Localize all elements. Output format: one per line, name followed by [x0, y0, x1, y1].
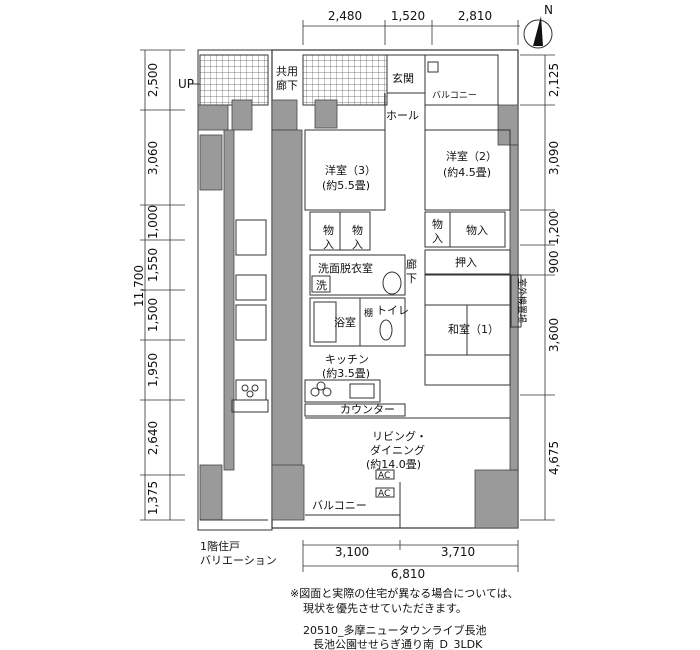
up-label: UP	[178, 77, 194, 91]
japanese-room-label: 和室（1）	[448, 322, 499, 336]
storage-3-bottom: 入	[432, 232, 443, 245]
right-dim-2: 3,090	[547, 141, 561, 175]
balcony-top-label: バルコニー	[432, 90, 477, 101]
storage-3-top: 物	[432, 217, 443, 231]
shelf-label: 棚	[364, 307, 373, 319]
compass-label: N	[544, 3, 553, 17]
north-arrow-icon: N	[523, 3, 553, 49]
bottom-dim-total: 6,810	[391, 567, 425, 581]
caption-line-1: 20510_多摩ニュータウンライブ長池	[303, 623, 487, 637]
disclaimer-note: ※図面と実際の住宅が異なる場合については、 現状を優先させていただきます。	[290, 586, 519, 615]
left-dim-total: 11,700	[132, 265, 146, 307]
kitchen-label: キッチン	[325, 353, 369, 366]
western-room-2-size: (約4.5畳)	[443, 165, 491, 179]
western-room-2-label: 洋室（2）	[446, 149, 497, 163]
note-line-2: 現状を優先させていただきます。	[303, 601, 467, 615]
left-dim-8: 1,375	[146, 481, 160, 515]
toilet-label: トイレ	[376, 304, 409, 317]
left-dim-5: 1,500	[146, 298, 160, 332]
outdoor-unit-label: 室外機置場	[516, 278, 528, 323]
variation-label-2: バリエーション	[200, 554, 277, 567]
shared-corridor-label-1: 共用	[276, 65, 298, 78]
ac-label-1: AC	[378, 471, 390, 481]
top-dimension-chain: 2,480 1,520 2,810	[302, 9, 520, 45]
variation-label-1: 1階住戸	[200, 539, 240, 553]
left-dim-3: 1,000	[146, 205, 160, 239]
caption-line-2: 長池公園せせらぎ通り南_D_3LDK	[313, 637, 483, 650]
storage-2-bottom: 入	[352, 238, 363, 251]
main-plan	[271, 49, 522, 529]
left-dim-7: 2,640	[146, 421, 160, 455]
storage-2-top: 物	[352, 223, 363, 237]
bottom-dimension-chain: 3,100 3,710 6,810	[302, 540, 519, 581]
washer-label: 洗	[316, 279, 327, 292]
variation-caption: 1階住戸 バリエーション	[200, 539, 277, 567]
right-dimension-chain: 2,125 3,090 1,200 900 3,600 4,675	[520, 54, 561, 521]
variation-plan: UP	[178, 49, 273, 531]
living-label-2: ダイニング	[370, 443, 425, 457]
corridor-label-1: 廊	[406, 257, 417, 271]
living-size: (約14.0畳)	[366, 457, 421, 471]
storage-1-top: 物	[323, 223, 334, 237]
corridor-label-2: 下	[406, 272, 417, 285]
counter-label: カウンター	[340, 403, 395, 416]
ac-label-2: AC	[378, 489, 390, 499]
shared-corridor-label-2: 廊下	[276, 78, 298, 92]
bottom-dim-2: 3,710	[441, 545, 475, 559]
left-dim-1: 2,500	[146, 63, 160, 97]
hall-label: ホール	[386, 109, 419, 122]
top-dim-2: 1,520	[391, 9, 425, 23]
property-caption: 20510_多摩ニュータウンライブ長池 長池公園せせらぎ通り南_D_3LDK	[303, 623, 487, 650]
storage-1-bottom: 入	[323, 238, 334, 251]
right-dim-6: 4,675	[547, 441, 561, 475]
note-line-1: ※図面と実際の住宅が異なる場合については、	[290, 586, 519, 600]
left-dim-4: 1,550	[146, 248, 160, 282]
washroom-label: 洗面脱衣室	[318, 261, 373, 275]
kitchen-size: (約3.5畳)	[322, 366, 370, 380]
living-label-1: リビング・	[372, 429, 427, 443]
right-dim-3: 1,200	[547, 211, 561, 245]
left-dimension-chain: 2,500 3,060 1,000 1,550 1,500 1,950 2,64…	[132, 49, 185, 521]
top-dim-1: 2,480	[328, 9, 362, 23]
left-dim-2: 3,060	[146, 141, 160, 175]
closet-label: 押入	[455, 255, 477, 269]
western-room-3-size: (約5.5畳)	[322, 178, 370, 192]
balcony-bottom-label: バルコニー	[312, 499, 367, 512]
right-dim-1: 2,125	[547, 63, 561, 97]
top-dim-3: 2,810	[458, 9, 492, 23]
right-dim-5: 3,600	[547, 318, 561, 352]
bottom-dim-1: 3,100	[335, 545, 369, 559]
entrance-label: 玄関	[392, 71, 414, 85]
western-room-3-label: 洋室（3）	[325, 163, 376, 177]
left-dim-6: 1,950	[146, 353, 160, 387]
room-labels: 共用 廊下 玄関 バルコニー ホール 洋室（3） (約5.5畳) 洋室（2） (…	[276, 65, 528, 512]
storage-4-label: 物入	[466, 223, 488, 237]
bath-label: 浴室	[334, 315, 356, 329]
right-dim-4: 900	[547, 251, 561, 274]
